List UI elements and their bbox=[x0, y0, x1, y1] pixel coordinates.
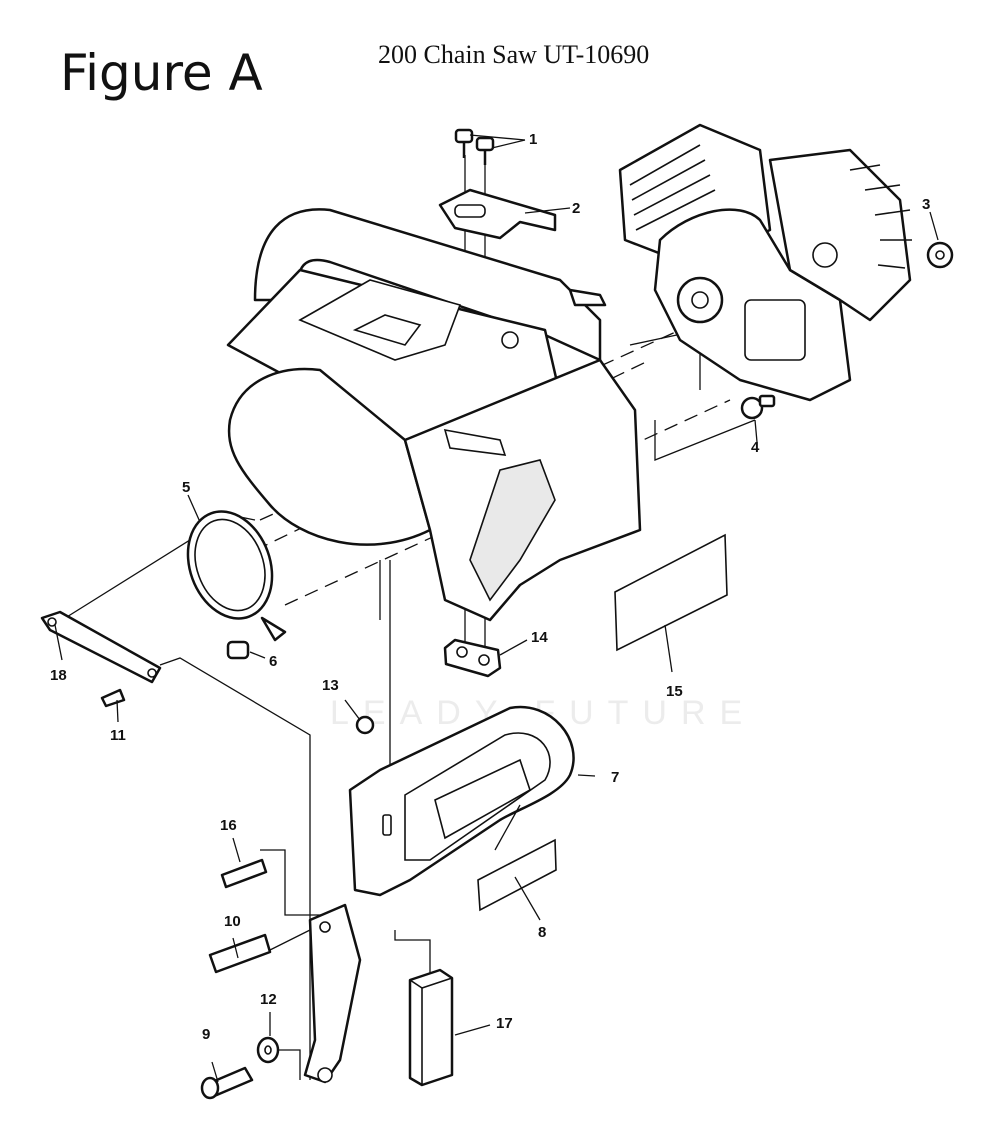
part-18-lever bbox=[40, 610, 162, 684]
diagram-title: 200 Chain Saw UT-10690 bbox=[378, 40, 650, 69]
part-16-pin bbox=[220, 858, 268, 889]
callout-3: 3 bbox=[922, 196, 930, 213]
figure-label: Figure A bbox=[60, 44, 263, 102]
bracket bbox=[303, 903, 362, 1084]
callout-4: 4 bbox=[751, 439, 760, 456]
part-11-screw bbox=[100, 688, 126, 708]
part-14-clip bbox=[443, 638, 502, 678]
callout-leaders bbox=[54, 134, 939, 1083]
callout-9: 9 bbox=[202, 1026, 210, 1043]
part-9-bolt bbox=[200, 1066, 254, 1100]
part-13-screw bbox=[355, 715, 375, 735]
part-3-nut bbox=[926, 241, 954, 269]
part-5-spring bbox=[186, 510, 287, 642]
callout-8: 8 bbox=[538, 924, 546, 941]
callout-12: 12 bbox=[260, 991, 277, 1008]
callout-2: 2 bbox=[572, 200, 580, 217]
callout-16: 16 bbox=[220, 817, 237, 834]
callout-10: 10 bbox=[224, 913, 241, 930]
callout-14: 14 bbox=[531, 629, 548, 646]
part-4-fitting bbox=[740, 394, 776, 420]
part-17-block bbox=[408, 968, 454, 1087]
housing-assembly bbox=[226, 208, 642, 622]
part-6-bolt bbox=[226, 640, 250, 660]
part-10-pin bbox=[208, 933, 272, 974]
part-7-cover bbox=[348, 705, 575, 897]
callout-1: 1 bbox=[529, 131, 537, 148]
engine-block bbox=[618, 123, 912, 402]
callout-13: 13 bbox=[322, 677, 339, 694]
callout-11: 11 bbox=[110, 727, 126, 744]
callout-15: 15 bbox=[666, 683, 683, 700]
callout-5: 5 bbox=[182, 479, 190, 496]
part-12-washer bbox=[256, 1036, 280, 1064]
callout-6: 6 bbox=[269, 653, 277, 670]
callout-18: 18 bbox=[50, 667, 67, 684]
part-1-screws bbox=[454, 128, 495, 165]
part-2-plate bbox=[438, 188, 557, 240]
callout-7: 7 bbox=[611, 769, 619, 786]
part-8-label bbox=[477, 838, 557, 912]
part-15-label bbox=[614, 533, 728, 652]
callout-labels: 1 2 3 4 5 6 7 8 9 10 11 12 13 14 15 16 1… bbox=[50, 131, 930, 1043]
callout-17: 17 bbox=[496, 1015, 513, 1032]
